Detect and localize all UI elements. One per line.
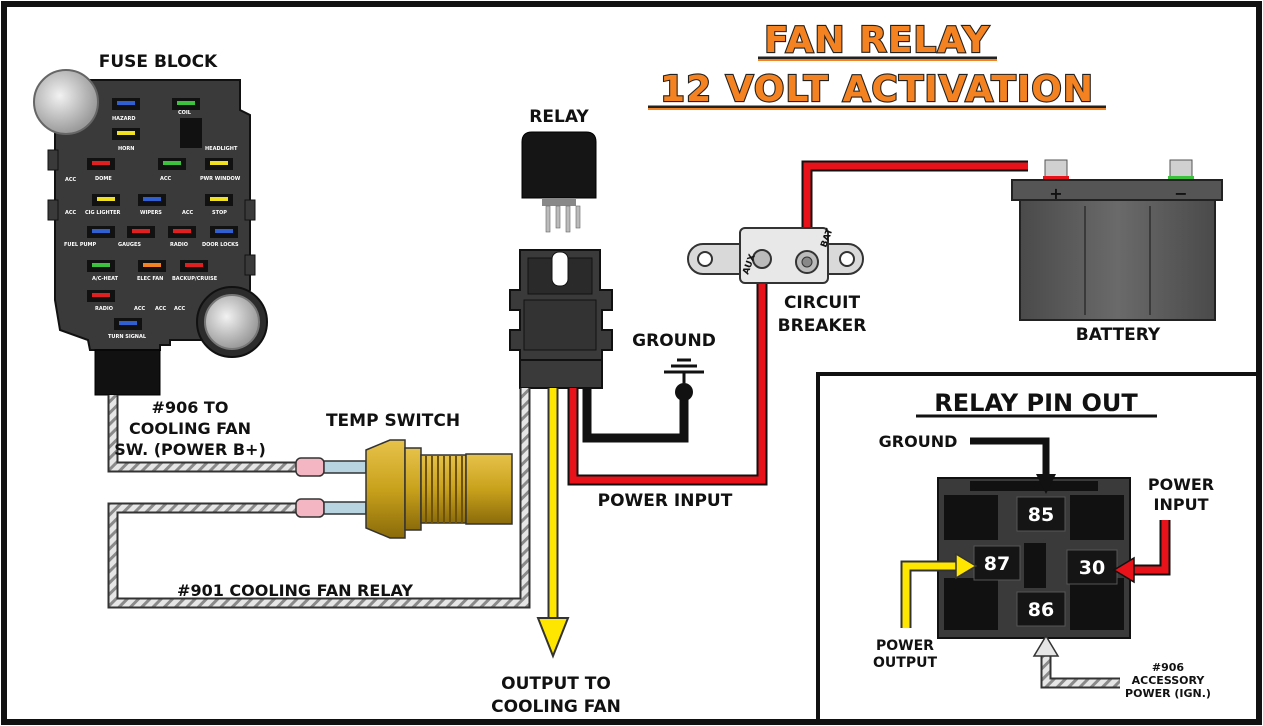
wire-901: #901 COOLING FAN RELAY (107, 388, 531, 609)
svg-text:DOME: DOME (95, 176, 112, 182)
ground-label: GROUND (632, 331, 716, 351)
output-label-1: OUTPUT TO (501, 674, 611, 694)
svg-text:HAZARD: HAZARD (112, 116, 136, 122)
temp-switch: TEMP SWITCH (295, 411, 513, 539)
relay-pinout-panel: RELAY PIN OUT 85 87 30 86 GROUND POWER I… (816, 372, 1259, 722)
fuse-block-knob-top (33, 69, 99, 135)
output-wire: OUTPUT TO COOLING FAN (491, 388, 621, 717)
svg-text:COIL: COIL (178, 110, 192, 116)
relay-label: RELAY (529, 107, 589, 127)
wire-901-label: #901 COOLING FAN RELAY (177, 581, 413, 600)
output-arrow (536, 617, 570, 659)
pinout-title: RELAY PIN OUT (934, 389, 1138, 417)
svg-text:GAUGES: GAUGES (118, 242, 141, 248)
pinout-acc-label-3: POWER (IGN.) (1125, 687, 1211, 700)
svg-text:BACKUP/CRUISE: BACKUP/CRUISE (172, 276, 218, 282)
svg-text:ELEC FAN: ELEC FAN (137, 276, 163, 282)
fuse-block-label: FUSE BLOCK (99, 52, 218, 72)
temp-switch-label: TEMP SWITCH (326, 411, 460, 431)
svg-text:FUEL PUMP: FUEL PUMP (64, 242, 97, 248)
svg-text:ACC: ACC (65, 210, 77, 216)
svg-text:ACC: ACC (174, 306, 186, 312)
power-input-label: POWER INPUT (598, 491, 733, 511)
fuse-block-connector (94, 349, 161, 396)
wire-906-label-3: SW. (POWER B+) (114, 440, 266, 459)
relay-body (521, 131, 597, 199)
pinout-power-input-label-2: INPUT (1154, 495, 1209, 514)
circuit-breaker-label-1: CIRCUIT (784, 293, 860, 313)
battery-body (1019, 199, 1216, 321)
svg-text:ACC: ACC (182, 210, 194, 216)
battery-positive: + (1049, 184, 1062, 203)
pin-86: 86 (1028, 599, 1054, 621)
title-line-1: FAN RELAY (764, 20, 990, 61)
svg-text:RADIO: RADIO (170, 242, 188, 248)
svg-text:HEADLIGHT: HEADLIGHT (205, 146, 238, 152)
fuse-block: FUSE BLOCK (33, 52, 268, 396)
battery-negative: − (1174, 184, 1187, 203)
svg-text:TURN SIGNAL: TURN SIGNAL (108, 334, 147, 340)
svg-text:CIG LIGHTER: CIG LIGHTER (85, 210, 121, 216)
pin-85: 85 (1028, 504, 1054, 526)
temp-switch-probe (465, 453, 513, 525)
circuit-breaker: AUX BAT CIRCUIT BREAKER (687, 227, 867, 336)
wire-906: #906 TO COOLING FAN SW. (POWER B+) (107, 395, 300, 473)
pinout-ground-label: GROUND (879, 432, 958, 451)
ground-wire: GROUND (582, 331, 716, 443)
pin-30: 30 (1079, 557, 1105, 579)
svg-text:DOOR LOCKS: DOOR LOCKS (202, 242, 239, 248)
battery-label: BATTERY (1076, 325, 1161, 345)
svg-text:PWR WINDOW: PWR WINDOW (200, 176, 241, 182)
pinout-acc-label-2: ACCESSORY (1132, 674, 1206, 687)
wire-906-label-1: #906 TO (152, 398, 229, 417)
svg-text:ACC: ACC (155, 306, 167, 312)
svg-text:HORN: HORN (118, 146, 134, 152)
svg-text:ACC: ACC (134, 306, 146, 312)
relay: RELAY (509, 107, 613, 389)
battery: + − BATTERY (1011, 159, 1223, 345)
wire-906-label-2: COOLING FAN (129, 419, 251, 438)
pin-87: 87 (984, 553, 1010, 575)
output-label-2: COOLING FAN (491, 697, 621, 717)
svg-text:STOP: STOP (212, 210, 227, 216)
pinout-power-output-label-2: OUTPUT (873, 655, 937, 671)
power-wire: POWER INPUT (567, 160, 1028, 511)
circuit-breaker-label-2: BREAKER (778, 316, 867, 336)
svg-text:ACC: ACC (160, 176, 172, 182)
title-line-2: 12 VOLT ACTIVATION (660, 69, 1094, 110)
pinout-power-output-label-1: POWER (876, 638, 934, 654)
svg-text:RADIO: RADIO (95, 306, 113, 312)
title: FAN RELAY 12 VOLT ACTIVATION (648, 19, 1106, 111)
pinout-power-input-label-1: POWER (1148, 475, 1214, 494)
svg-text:ACC: ACC (65, 177, 77, 183)
pinout-acc-label-1: #906 (1152, 661, 1185, 674)
svg-text:A/C-HEAT: A/C-HEAT (92, 276, 119, 282)
fuse-block-knob-bottom (204, 294, 260, 350)
svg-text:WIPERS: WIPERS (140, 210, 162, 216)
